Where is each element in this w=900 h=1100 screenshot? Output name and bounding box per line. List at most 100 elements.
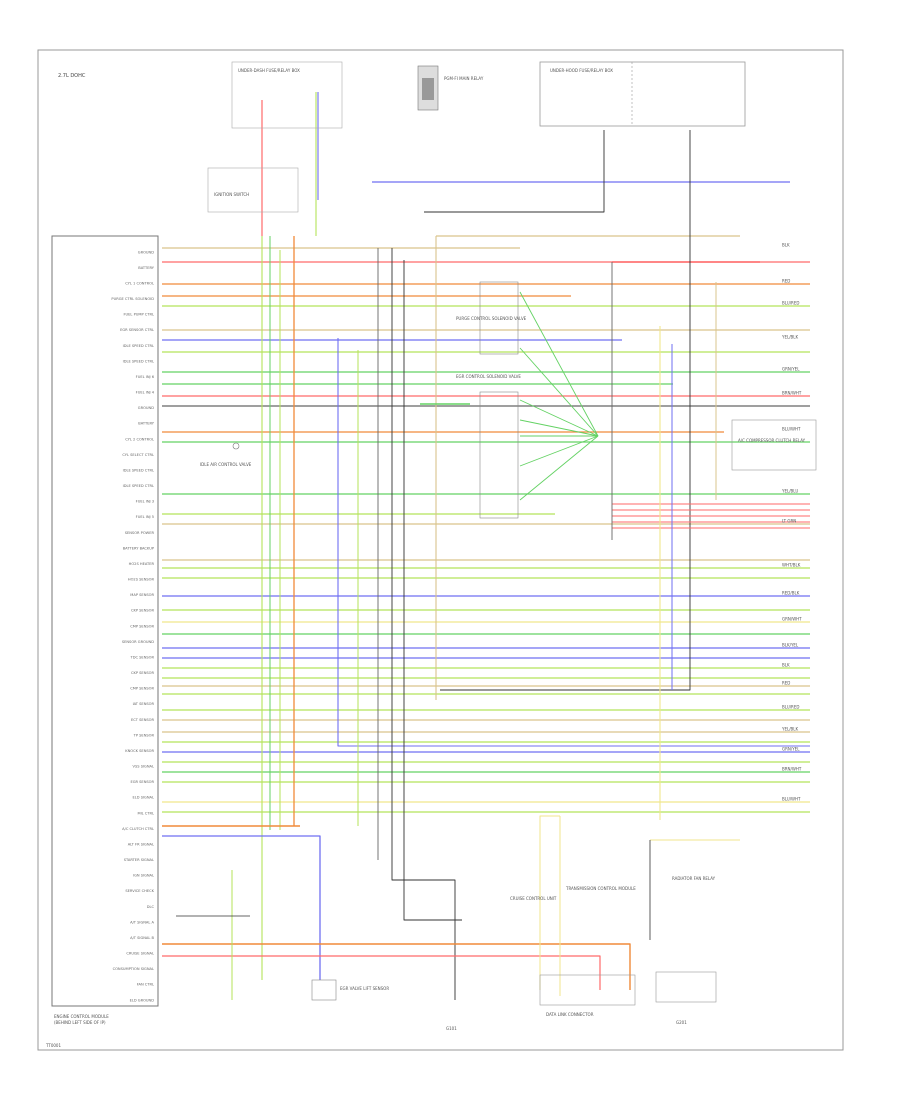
ecm-pin-label: CYL SELECT CTRL (122, 453, 154, 457)
converge-wire (519, 435, 599, 501)
ecm-pin-label: IDLE SPEED CTRL (123, 359, 154, 363)
main-relay-label: PGM-FI MAIN RELAY (444, 76, 484, 81)
wire-color-tag: BLK/YEL (782, 643, 799, 648)
ecm-pin-label: ECT SENSOR (131, 718, 154, 722)
wires (162, 92, 810, 1000)
ecm-pin-label: IDLE SPEED CTRL (123, 484, 154, 488)
converge-wire (519, 399, 599, 437)
purge-solenoid-label: PURGE CONTROL SOLENOID VALVE (456, 316, 527, 321)
ecm-pin-label: BATTERY (138, 266, 155, 270)
wire-color-tag: BLU/RED (782, 301, 799, 306)
converge-wire (519, 347, 599, 437)
ecm-pin-label: EGR SENSOR (130, 780, 154, 784)
bottom-wire (162, 943, 631, 990)
ecm-pin-label: CONSUMPTION SIGNAL (113, 967, 154, 971)
top-bus (424, 130, 605, 213)
ecm-pin-label: EGR SENSOR CTRL (120, 328, 154, 332)
fan-relay-label: RADIATOR FAN RELAY (672, 876, 716, 881)
ecm-pin-label: A/C CLUTCH CTRL (122, 827, 154, 831)
ecm-pin-label: HO2S SENSOR (128, 578, 155, 582)
ecm-pin-label: KNOCK SENSOR (125, 749, 154, 753)
ecm-pin-label: A/T SIGNAL A (130, 920, 154, 924)
fan-relay: RADIATOR FAN RELAY (672, 876, 716, 881)
wire-color-tag: BRN/WHT (782, 391, 802, 396)
main-relay: PGM-FI MAIN RELAY (417, 65, 484, 111)
ecm-pin-label: DLC (147, 905, 155, 909)
wire-color-tag: BRN/WHT (782, 767, 802, 772)
under-hood-fuse-outline (539, 61, 746, 127)
purge-solenoid: PURGE CONTROL SOLENOID VALVE (456, 281, 527, 355)
wire-color-tag: YEL/BLK (781, 335, 799, 340)
tcm: TRANSMISSION CONTROL MODULE (565, 886, 636, 891)
dlc-outline (539, 974, 636, 1006)
ac-relay-outline (731, 419, 817, 471)
wire-color-tag: GRN/WHT (782, 617, 802, 622)
ecm-pin-label: FUEL INJ 4 (136, 391, 155, 395)
converge-wire (519, 291, 599, 437)
ecm-pin-label: PURGE CTRL SOLENOID (111, 297, 154, 301)
fuse-box: UNDER-DASH FUSE/RELAY BOX (231, 61, 343, 129)
ecm-pin-label: CKP SENSOR (131, 671, 155, 675)
ecm-pin-label: HO2S HEATER (129, 562, 155, 566)
converge-wire (519, 435, 599, 467)
wire-color-tag: WHT/BLK (782, 563, 801, 568)
ecm-pin-label: CKP SENSOR (131, 609, 155, 613)
ecm-pin-label: FUEL PUMP CTRL (123, 313, 154, 317)
wire-color-tag: BLU/RED (782, 705, 799, 710)
ecm-pin-label: SENSOR GROUND (122, 640, 154, 644)
ac-relay: A/C COMPRESSOR CLUTCH RELAY (731, 419, 817, 471)
v-trunk (391, 248, 456, 1000)
idle-control: IDLE AIR CONTROL VALVE (200, 442, 252, 467)
ecm-pin-label: MIL CTRL (137, 811, 154, 815)
ground-right-outline (655, 971, 717, 1003)
egr-valve-label: EGR CONTROL SOLENOID VALVE (456, 374, 521, 379)
ac-relay-label: A/C COMPRESSOR CLUTCH RELAY (738, 438, 806, 443)
wire-color-tag: BLK (782, 243, 790, 248)
blue-run (337, 338, 810, 747)
ecm-label-line-1: ENGINE CONTROL MODULE (54, 1014, 109, 1019)
wire-color-tag: YEL/BLK (781, 727, 799, 732)
ecm-pin-label: CRUISE SIGNAL (126, 952, 154, 956)
wire-color-tag: YEL/BLU (781, 489, 798, 494)
wire-color-tag: BLU/WHT (782, 427, 801, 432)
bottom-wire (162, 835, 321, 980)
ground-left-label: G101 (446, 1026, 457, 1031)
ecm-pin-label: TDC SENSOR (130, 655, 155, 659)
idle-control-symbol (232, 442, 240, 450)
converge-wire (519, 419, 599, 437)
ignition-switch-label: IGNITION SWITCH (214, 192, 249, 197)
ecm-pin-label: CYL 1 CONTROL (125, 281, 154, 285)
ecm-pin-label: CYL 2 CONTROL (125, 437, 154, 441)
ecm-pin-label: MAP SENSOR (130, 593, 154, 597)
main-relay-coil (422, 78, 434, 100)
diagram-border (37, 49, 844, 1051)
egr-sensor: EGR VALVE LIFT SENSOR (311, 979, 389, 1001)
header-label: 2.7L DOHC (58, 73, 86, 79)
ecm-pin-label: SENSOR POWER (125, 531, 155, 535)
ecm-pin-label: SERVICE CHECK (125, 889, 154, 893)
under-hood-fuse: UNDER-HOOD FUSE/RELAY BOX (539, 61, 746, 127)
ecm-pin-label: GROUND (138, 250, 154, 254)
ecm-pin-label: IAT SENSOR (133, 702, 155, 706)
ignition-switch: IGNITION SWITCH (207, 167, 299, 213)
v-trunk (403, 260, 462, 921)
ecm-pin-label: IDLE SPEED CTRL (123, 468, 154, 472)
under-hood-fuse-label: UNDER-HOOD FUSE/RELAY BOX (550, 68, 613, 73)
egr-valve: EGR CONTROL SOLENOID VALVE (456, 374, 521, 519)
ecm-pin-label: A/T SIGNAL B (130, 936, 154, 940)
wire-color-tag: RED (782, 681, 790, 686)
wire-tags: BLKREDBLU/REDYEL/BLKGRN/YELBRN/WHTBLU/WH… (781, 243, 802, 802)
egr-sensor-label: EGR VALVE LIFT SENSOR (340, 986, 389, 991)
wire-color-tag: LT GRN (782, 519, 796, 524)
ecm-pin-label: STARTER SIGNAL (124, 858, 154, 862)
ecm-pin-label: ELD SIGNAL (133, 796, 154, 800)
ecm-pin-label: CMP SENSOR (130, 687, 154, 691)
wire-color-tag: RED/BLK (782, 591, 800, 596)
ground-right: G201 (655, 971, 717, 1025)
cruise: CRUISE CONTROL UNIT (510, 896, 557, 901)
egr-valve-outline (479, 391, 519, 519)
ecm-pin-label: ELD GROUND (130, 998, 155, 1002)
ecm-pin-label: VSS SIGNAL (133, 765, 154, 769)
ecm-label-line-2: (BEHIND LEFT SIDE OF IP) (54, 1020, 106, 1025)
